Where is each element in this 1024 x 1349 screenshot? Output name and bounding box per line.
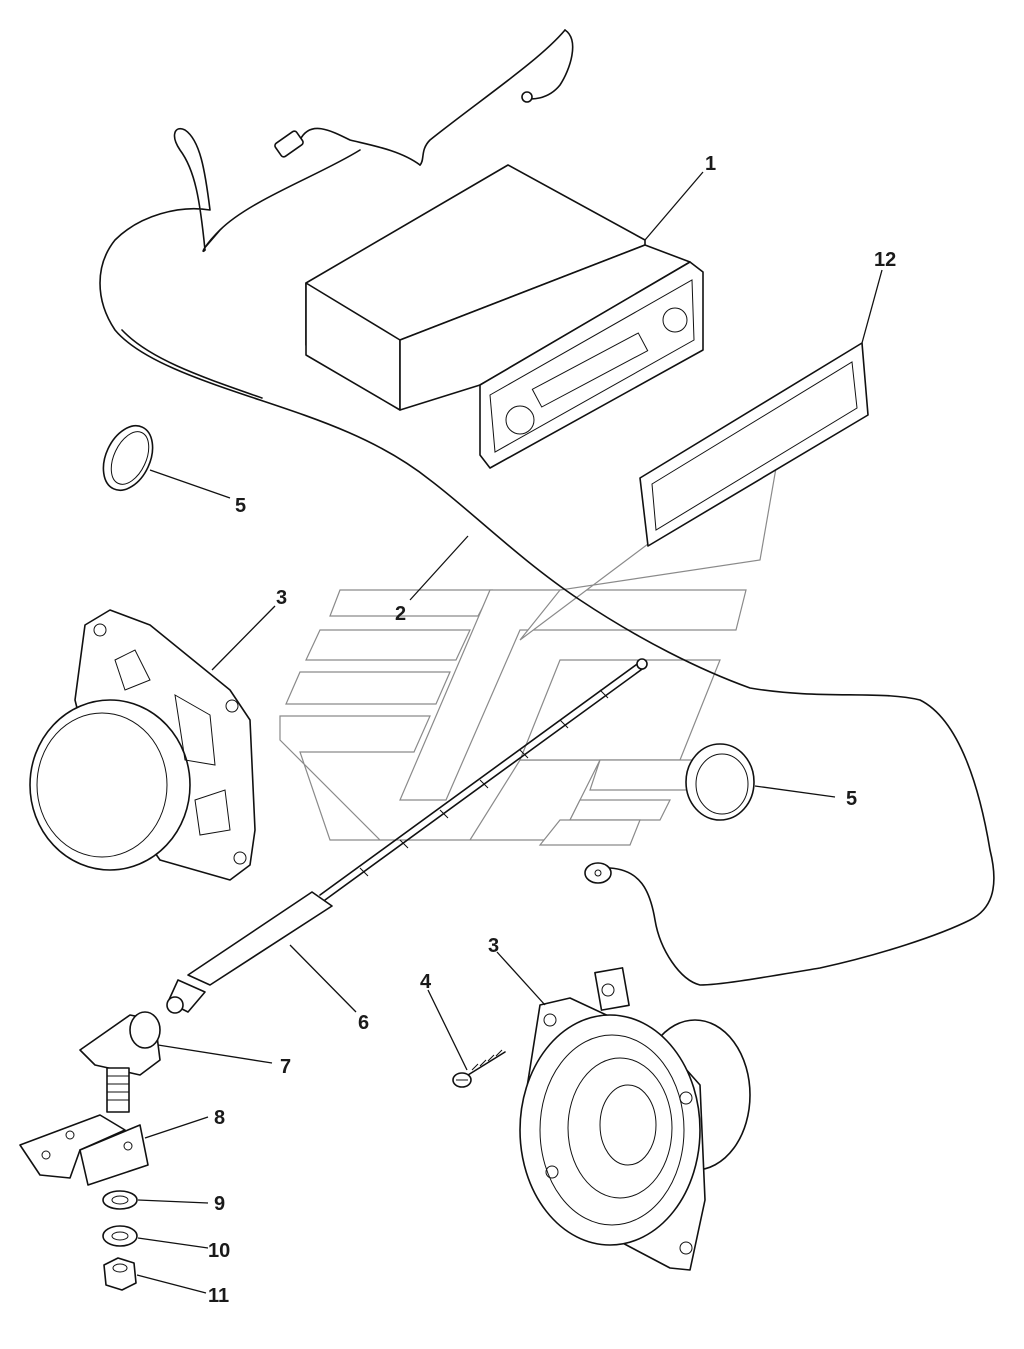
- speaker-left: [29, 609, 256, 881]
- callout-washer: 10: [208, 1240, 230, 1262]
- callout-nut: 11: [208, 1285, 229, 1307]
- callout-speaker-left: 3: [276, 587, 287, 609]
- washer: [102, 1225, 138, 1247]
- callouts: 1 12 5 2 3 5 6 3 4 7 8 9 10 11: [208, 153, 896, 1307]
- callout-antenna-base: 7: [280, 1056, 291, 1078]
- callout-antenna-mast: 6: [358, 1012, 369, 1034]
- tuning-knob-icon: [662, 307, 688, 333]
- callout-bracket: 8: [214, 1107, 225, 1129]
- lock-washer: [102, 1190, 138, 1210]
- speaker-right: [519, 967, 751, 1271]
- callout-grommet-bottom: 5: [846, 788, 857, 810]
- callout-front-panel: 12: [874, 249, 896, 271]
- front-panel: [639, 342, 869, 547]
- callout-screw: 4: [420, 971, 432, 993]
- callout-grommet-top: 5: [235, 495, 246, 517]
- callout-speaker-right: 3: [488, 935, 499, 957]
- grommet-bottom: [685, 743, 755, 821]
- callout-lock-washer: 9: [214, 1193, 225, 1215]
- leader-lines: [136, 171, 883, 1294]
- cable-connector-icon: [274, 130, 304, 158]
- ground-terminal-icon: [584, 862, 612, 884]
- callout-antenna-cable: 2: [395, 603, 406, 625]
- antenna-base: [79, 1011, 161, 1113]
- volume-knob-icon: [505, 405, 535, 435]
- nut: [103, 1257, 137, 1291]
- clip-nut-icon: [594, 967, 630, 1011]
- callout-radio-unit: 1: [705, 153, 716, 175]
- bracket: [19, 1114, 149, 1186]
- antenna-cable: [99, 29, 995, 986]
- grommet-top: [102, 425, 154, 491]
- antenna-mast: [166, 658, 648, 1014]
- screw: [452, 1049, 506, 1088]
- radio-unit: [305, 164, 704, 469]
- cable-terminal-icon: [521, 91, 533, 103]
